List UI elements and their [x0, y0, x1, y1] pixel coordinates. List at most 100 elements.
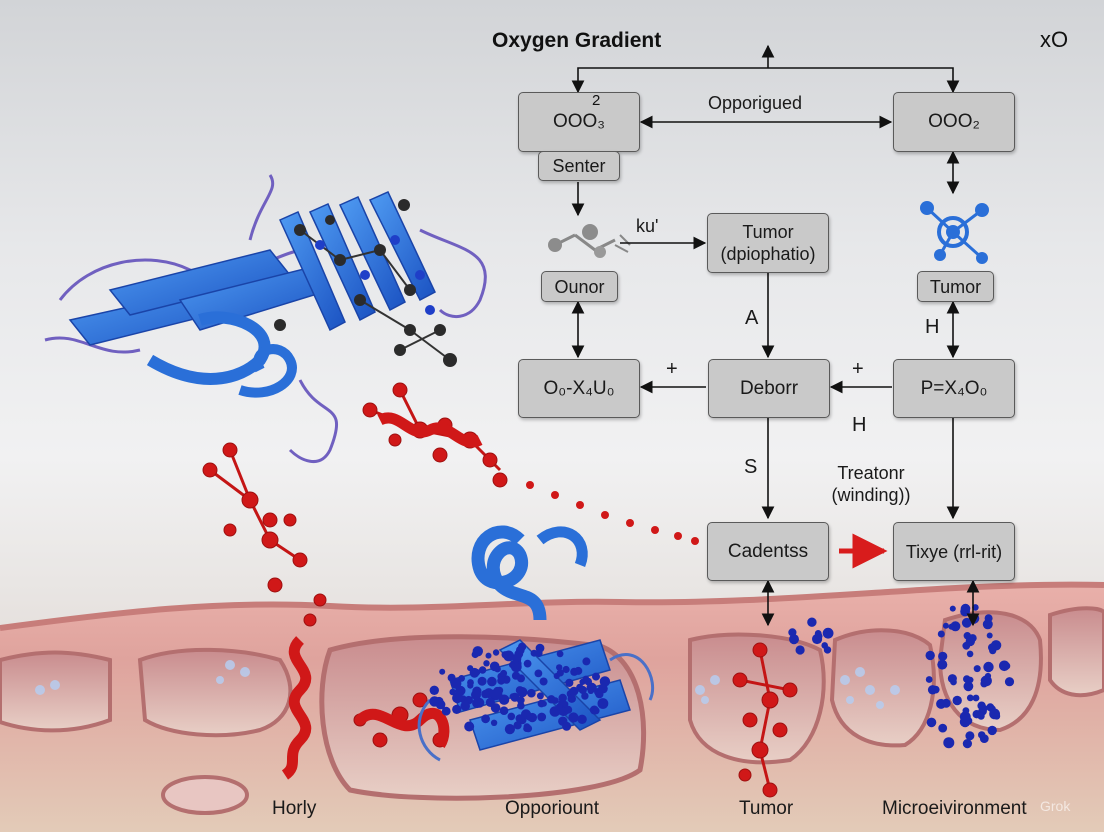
blue-dot: [816, 633, 823, 640]
blue-dot: [557, 651, 564, 658]
blue-dot: [559, 694, 567, 702]
blue-dot: [538, 700, 546, 708]
blue-dot: [500, 670, 507, 677]
caption-horly: Horly: [272, 798, 316, 820]
blue-dot: [574, 667, 582, 675]
blue-dot: [789, 634, 799, 644]
blue-dot: [569, 687, 578, 696]
blue-dot: [953, 696, 962, 705]
blue-dot: [509, 662, 515, 668]
blue-dot: [492, 689, 503, 700]
box-top-left: OOO₃: [518, 92, 640, 152]
blue-dot: [540, 678, 548, 686]
blue-dot: [983, 662, 993, 672]
blue-dot: [439, 669, 445, 675]
blue-dot: [487, 677, 497, 687]
blue-dot: [926, 676, 933, 683]
blue-dot: [514, 721, 522, 729]
blue-dot: [582, 657, 590, 665]
blue-dot: [588, 688, 594, 694]
blue-dot: [964, 681, 974, 691]
blue-dot: [577, 715, 586, 724]
blue-dot: [552, 697, 559, 704]
blue-dot: [592, 673, 600, 681]
blue-dot: [505, 724, 515, 734]
label-treatonr: Treatonr (winding)): [812, 462, 930, 506]
blue-dot: [938, 724, 947, 733]
blue-dot: [486, 653, 492, 659]
box-senter-text: Senter: [552, 155, 605, 177]
diagram-title: Oxygen Gradient: [492, 29, 661, 53]
blue-dot: [938, 652, 947, 661]
blue-dot: [467, 683, 473, 689]
blue-dot: [517, 702, 525, 710]
blue-dot: [823, 628, 834, 639]
blue-dot: [983, 619, 993, 629]
blue-dot: [927, 718, 937, 728]
protein-structure-left: [45, 175, 485, 462]
blue-dot: [960, 717, 971, 728]
blue-dot: [568, 695, 576, 703]
blue-dot: [948, 624, 954, 630]
blue-dot: [963, 739, 972, 748]
blue-dot: [471, 690, 481, 700]
blue-dot: [979, 705, 987, 713]
blue-dot: [1005, 677, 1014, 686]
blue-dot: [943, 623, 949, 629]
blue-dot: [926, 651, 935, 660]
box-cadentss-text: Cadentss: [728, 541, 808, 563]
box-ounor-text: Ounor: [554, 276, 604, 298]
blue-dot: [565, 679, 573, 687]
blue-dot: [481, 690, 489, 698]
blue-dot: [938, 631, 945, 638]
blue-dot: [524, 660, 532, 668]
blue-dot: [525, 725, 533, 733]
blue-dot: [928, 685, 937, 694]
label-h-mid: H: [852, 414, 866, 437]
blue-dot: [442, 707, 451, 716]
blue-dot: [526, 715, 532, 721]
box-deborr-text: Deborr: [740, 378, 798, 400]
blue-dot: [981, 675, 992, 686]
box-top-left-text: OOO₃: [553, 111, 605, 133]
blue-dot: [452, 705, 461, 714]
oxygen-molecule-icon: [920, 201, 989, 264]
blue-dot: [473, 646, 483, 656]
label-plus-right: +: [852, 358, 864, 381]
blue-dot: [527, 689, 536, 698]
blue-dot: [478, 677, 487, 686]
grey-molecule-icon: [548, 224, 630, 258]
caption-microenvironment: Microeivironment: [882, 798, 1027, 820]
blue-dot: [963, 675, 971, 683]
box-tixye-text: Tixye (rrl-rit): [904, 541, 1004, 563]
blue-dot: [531, 650, 538, 657]
blue-dot: [491, 720, 497, 726]
blue-dot: [950, 679, 957, 686]
blue-dot: [518, 643, 526, 651]
blue-dot: [497, 677, 505, 685]
corner-label: xO: [1040, 27, 1068, 53]
blue-dot: [464, 722, 474, 732]
blue-dot: [974, 665, 981, 672]
box-tixye: Tixye (rrl-rit): [893, 522, 1015, 581]
blue-dot: [579, 686, 587, 694]
blue-dot: [535, 670, 543, 678]
watermark: Grok: [1040, 798, 1070, 814]
blue-dot: [969, 613, 979, 623]
box-top-right-text: OOO₂: [928, 111, 980, 133]
label-h-top: H: [925, 316, 939, 339]
blue-dot: [943, 737, 954, 748]
blue-dot: [950, 606, 956, 612]
blue-dot: [937, 660, 947, 670]
label-a: A: [745, 307, 758, 330]
box-tumor-right: Tumor: [917, 271, 994, 302]
blue-dot: [490, 662, 500, 672]
blue-dot: [513, 653, 522, 662]
blue-dot: [592, 707, 599, 714]
blue-dot: [460, 701, 470, 711]
blue-dot: [973, 710, 981, 718]
box-right-formula: P=X₄O₀: [893, 359, 1015, 418]
blue-dot: [796, 645, 805, 654]
blue-dot: [568, 712, 578, 722]
blue-dot: [562, 701, 568, 707]
